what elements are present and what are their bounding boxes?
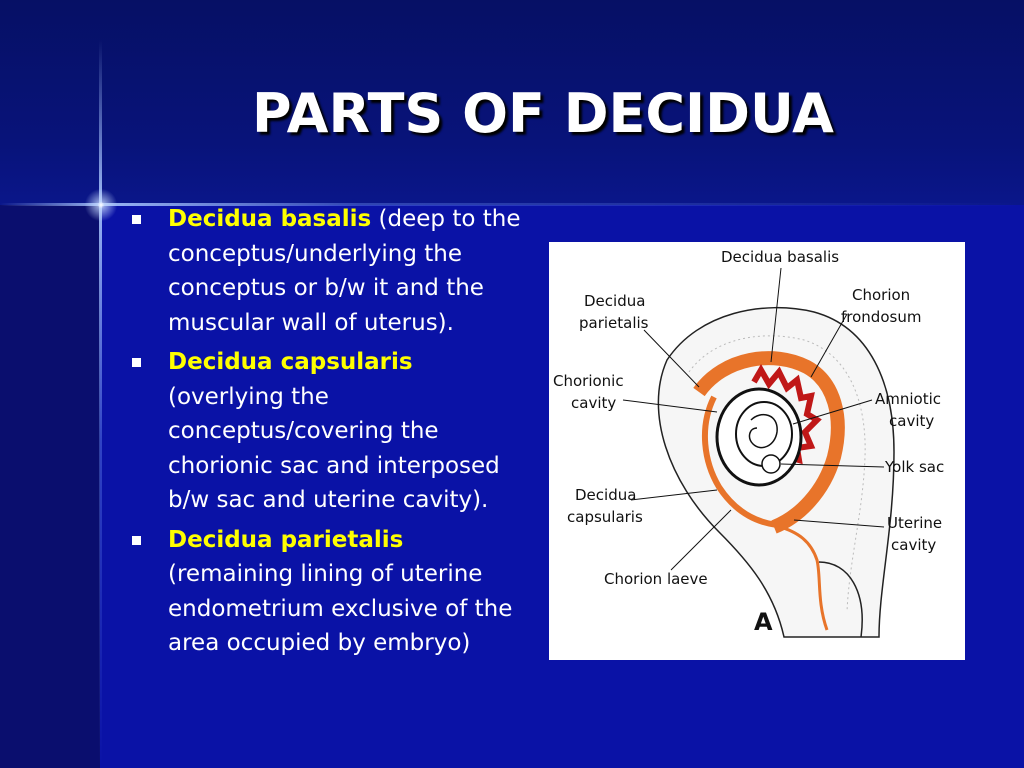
decorative-vertical-line [99,40,102,768]
bullet-decidua-basalis: Decidua basalis (deep to the conceptus/u… [128,202,528,340]
label-decidua-parietalis-1: Decidua [584,292,645,310]
square-bullet-icon [132,215,141,224]
label-chorionic-cavity-2: cavity [571,394,616,412]
decidua-basalis-layer [693,351,845,534]
bullet-text: (remaining lining of uterine endometrium… [168,561,513,656]
diagram-svg: Decidua basalis Decidua parietalis Chori… [553,248,944,638]
left-band [0,205,100,768]
label-decidua-capsularis-1: Decidua [575,486,636,504]
square-bullet-icon [132,535,141,545]
bullet-text: (deep to the conceptus/underlying the co… [168,206,521,336]
label-chorion-frondosum-1: Chorion [852,286,910,304]
bullet-list: Decidua basalis (deep to the conceptus/u… [128,202,528,666]
square-bullet-icon [132,358,141,367]
label-chorion-frondosum-2: frondosum [841,308,921,326]
label-chorion-laeve: Chorion laeve [604,570,708,588]
label-decidua-parietalis-2: parietalis [579,314,649,332]
label-amniotic-cavity-2: cavity [889,412,934,430]
chorion-frondosum [751,364,822,465]
leader-lines [622,267,885,571]
label-decidua-capsularis-2: capsularis [567,508,643,526]
label-uterine-cavity-1: Uterine [887,514,942,532]
uterine-cavity [776,524,829,631]
label-uterine-cavity-2: cavity [891,536,936,554]
embryo [748,413,778,449]
bullet-term: Decidua basalis [168,206,372,232]
sparkle-icon [80,184,122,226]
bullet-text: (overlying the conceptus/covering the ch… [168,383,500,514]
amniotic-sac [735,401,793,467]
decorative-horizontal-line [0,203,1024,206]
yolk-sac [761,454,781,474]
bullet-decidua-parietalis: Decidua parietalis (remaining lining of … [128,523,528,661]
endometrium-layer [688,335,866,613]
label-chorionic-cavity-1: Chorionic [553,372,624,390]
title-band [0,0,1024,205]
panel-letter: A [754,608,773,636]
bullet-term: Decidua capsularis [168,349,413,375]
decidua-capsularis-layer [701,395,778,528]
bullet-term: Decidua parietalis [168,526,404,553]
bullet-decidua-capsularis: Decidua capsularis (overlying the concep… [128,345,528,518]
slide-title: PARTS OF DECIDUA [252,82,834,145]
label-yolk-sac: Yolk sac [884,458,944,476]
decidua-diagram: Decidua basalis Decidua parietalis Chori… [549,242,965,660]
label-amniotic-cavity-1: Amniotic [875,390,941,408]
cervix [818,561,863,638]
label-decidua-basalis: Decidua basalis [721,248,839,266]
